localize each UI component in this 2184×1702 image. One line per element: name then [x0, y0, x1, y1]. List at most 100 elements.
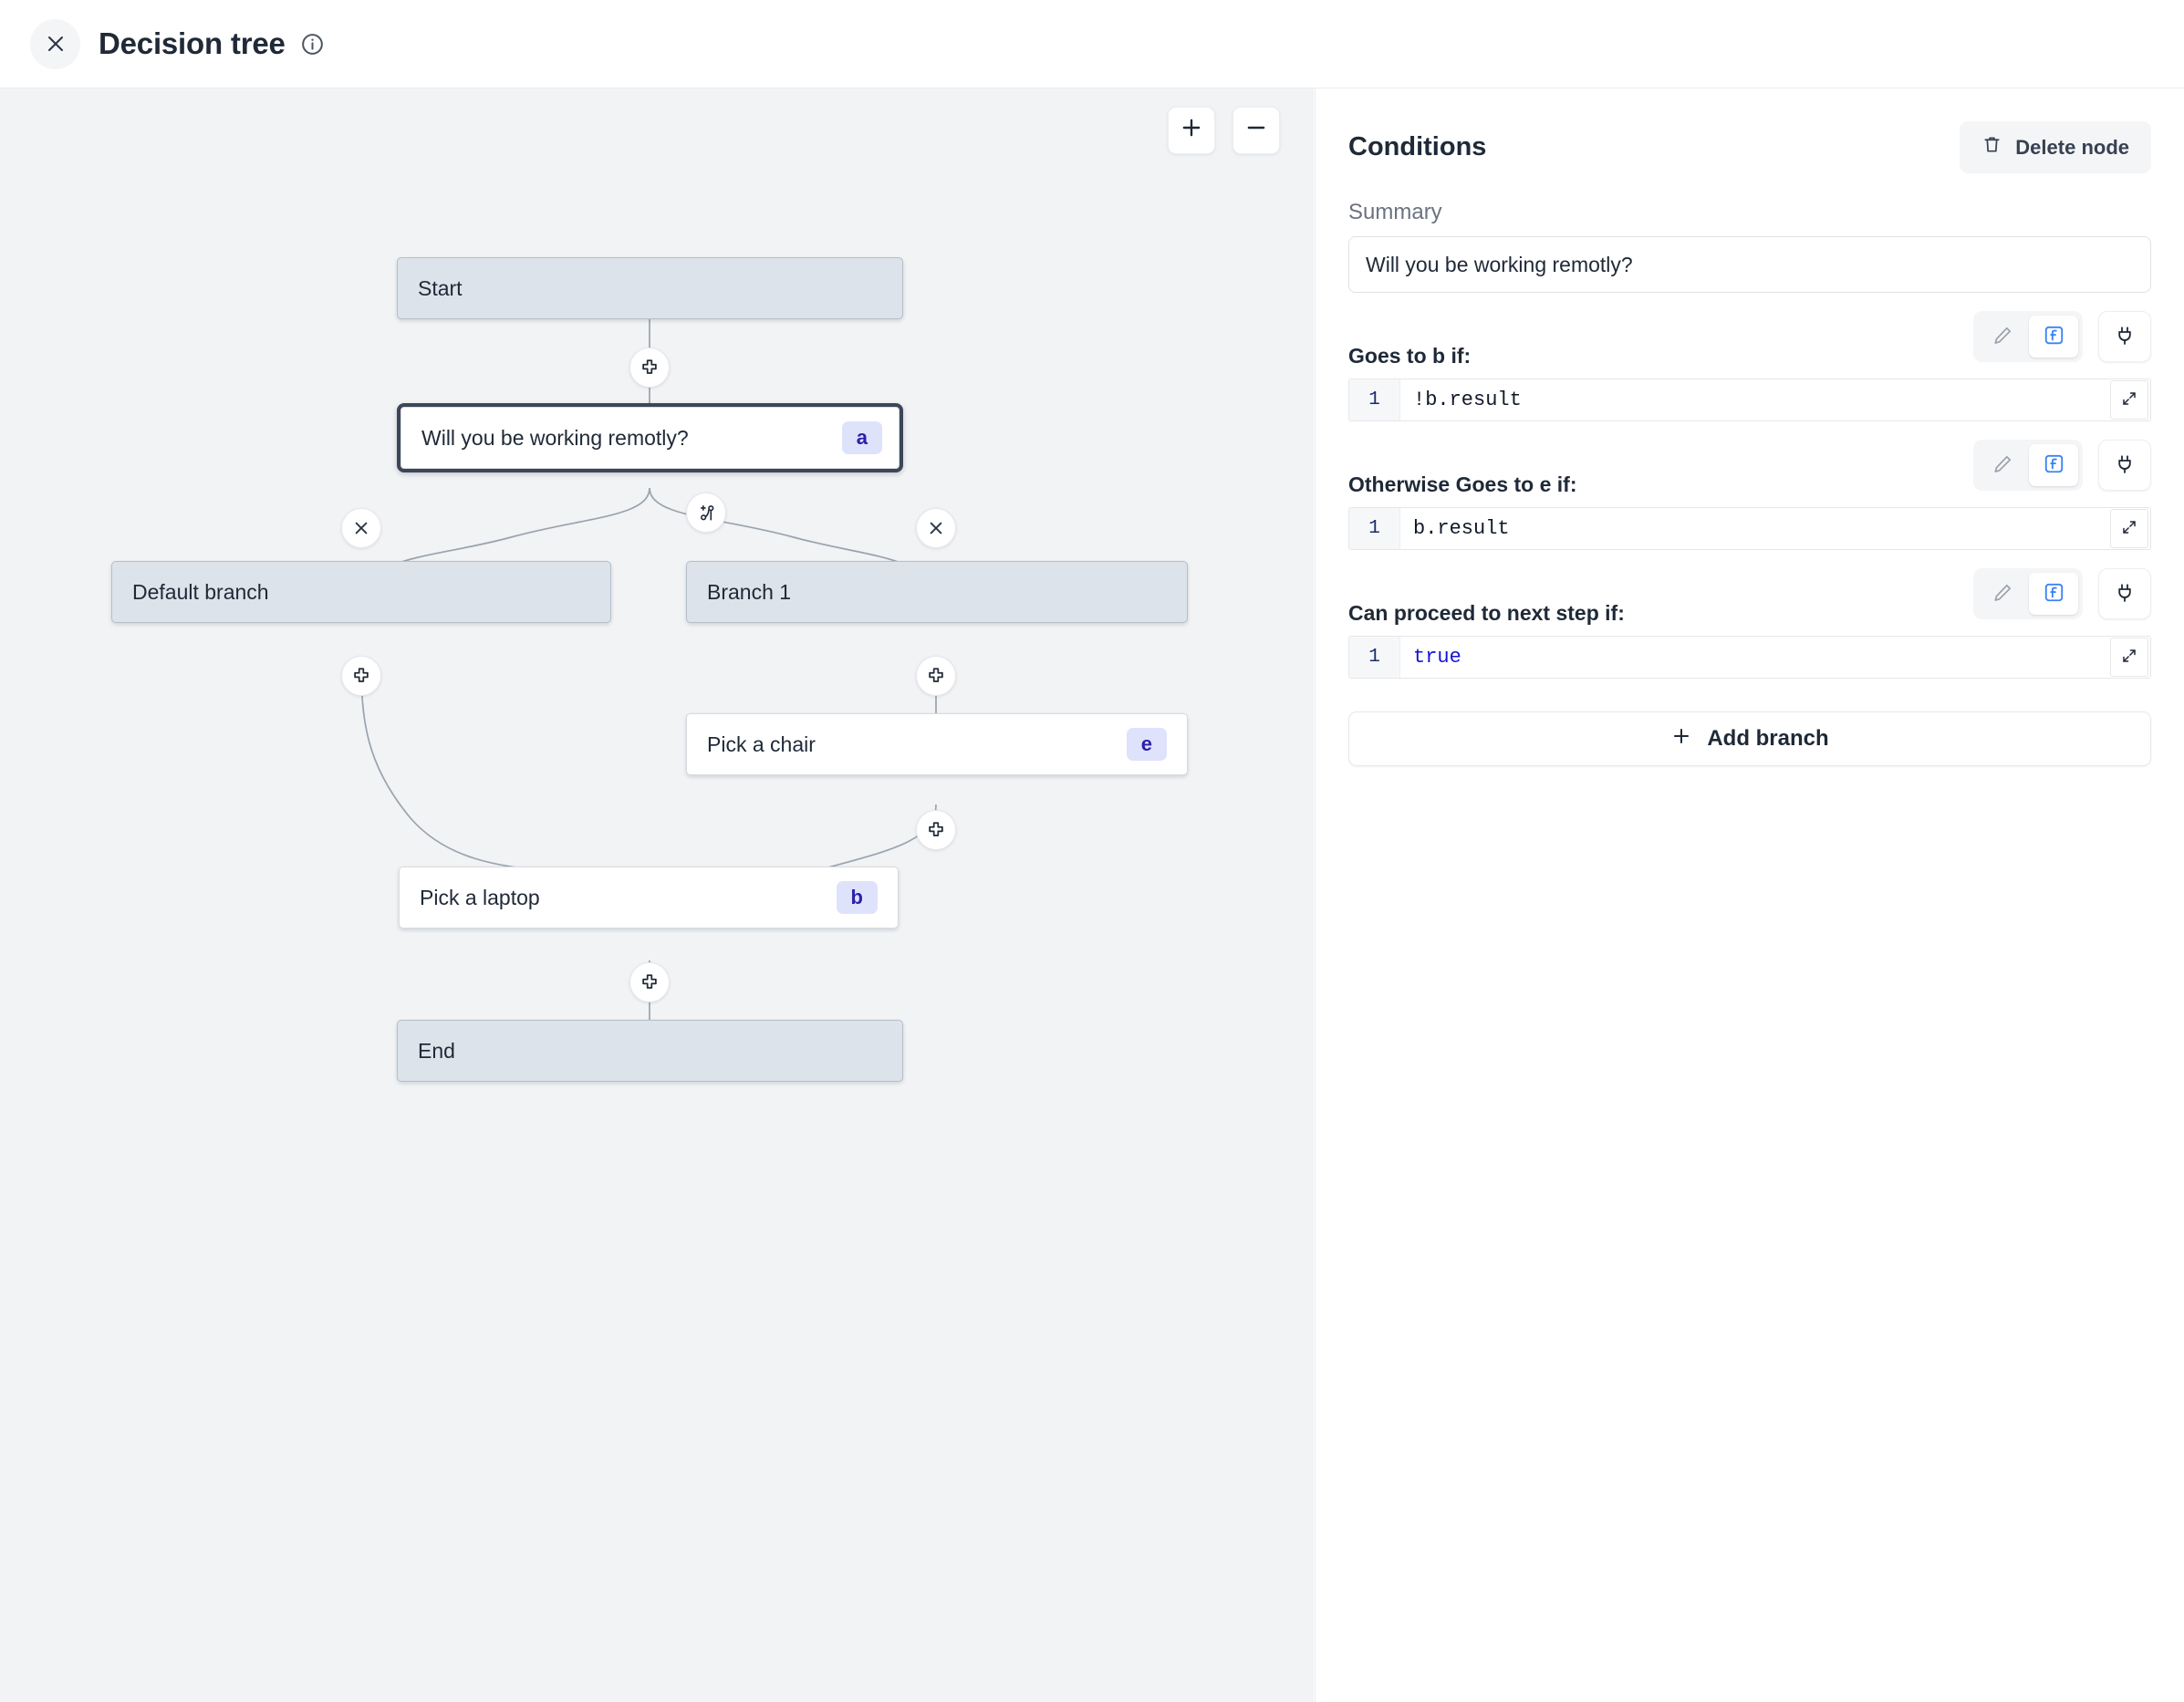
- plug-icon: [2114, 453, 2136, 478]
- editor-mode-segmented-control: [1973, 568, 2083, 619]
- flow-node-badge: a: [841, 421, 882, 454]
- flow-node-label: Pick a laptop: [420, 885, 540, 909]
- fx-mode-button[interactable]: [2029, 573, 2078, 615]
- expand-editor-button[interactable]: [2110, 509, 2148, 548]
- flow-node-a[interactable]: Will you be working remotly? a: [397, 403, 903, 472]
- flow-graph: Start Will you be working remotly? a: [0, 88, 1314, 1702]
- connect-plug-button[interactable]: [2098, 568, 2151, 619]
- summary-label: Summary: [1348, 200, 1442, 224]
- flow-node-pick-a-laptop[interactable]: Pick a laptop b: [399, 867, 899, 929]
- add-branch-label: Add branch: [1707, 726, 1829, 751]
- add-step-after-pick-a-chair-button[interactable]: [916, 810, 956, 850]
- flow-node-label: Default branch: [132, 579, 269, 604]
- add-step-after-start-button[interactable]: [629, 348, 670, 388]
- condition-label: Can proceed to next step if:: [1348, 601, 1625, 625]
- close-icon: [45, 33, 67, 55]
- code-line-number: 1: [1349, 379, 1400, 420]
- close-icon: [927, 519, 945, 537]
- condition-code-editor[interactable]: 1 true: [1348, 636, 2151, 679]
- zoom-in-button[interactable]: [1168, 107, 1215, 154]
- flow-node-label: Pick a chair: [707, 732, 816, 756]
- fx-mode-button[interactable]: [2029, 444, 2078, 486]
- plus-icon: [640, 972, 660, 992]
- condition-block-goes-to-b: Goes to b if: 1 !b.result: [1348, 311, 2151, 421]
- flow-node-start[interactable]: Start: [397, 257, 903, 319]
- pencil-mode-button[interactable]: [1978, 444, 2027, 486]
- pencil-icon: [1992, 582, 2013, 607]
- pencil-mode-button[interactable]: [1978, 316, 2027, 358]
- zoom-out-button[interactable]: [1232, 107, 1280, 154]
- editor-mode-segmented-control: [1973, 440, 2083, 491]
- plus-icon: [1670, 725, 1692, 753]
- condition-block-can-proceed: Can proceed to next step if: 1 true: [1348, 568, 2151, 679]
- plug-icon: [2114, 582, 2136, 607]
- zoom-controls: [1168, 107, 1280, 154]
- flow-node-branch-1[interactable]: Branch 1: [686, 561, 1188, 623]
- condition-code-editor[interactable]: 1 b.result: [1348, 507, 2151, 550]
- condition-label: Goes to b if:: [1348, 344, 1472, 368]
- expand-icon: [2121, 519, 2137, 538]
- flow-node-label: Branch 1: [707, 579, 792, 604]
- plug-icon: [2114, 325, 2136, 349]
- expand-editor-button[interactable]: [2110, 638, 2148, 677]
- code-content[interactable]: !b.result: [1413, 389, 1522, 411]
- fx-mode-button[interactable]: [2029, 316, 2078, 358]
- code-line-number: 1: [1349, 508, 1400, 549]
- delete-node-button[interactable]: Delete node: [1960, 121, 2151, 173]
- close-button[interactable]: [30, 18, 80, 69]
- editor-mode-segmented-control: [1973, 311, 2083, 362]
- panel-title: Conditions: [1348, 132, 1487, 161]
- add-step-after-pick-a-laptop-button[interactable]: [629, 962, 670, 1002]
- branch-plus-icon: [696, 503, 717, 524]
- connect-plug-button[interactable]: [2098, 311, 2151, 362]
- flow-canvas[interactable]: Start Will you be working remotly? a: [0, 88, 1314, 1702]
- add-step-after-branch-1-button[interactable]: [916, 656, 956, 696]
- condition-label: Otherwise Goes to e if:: [1348, 472, 1577, 496]
- delete-node-label: Delete node: [2015, 135, 2129, 159]
- fx-icon: [2043, 324, 2065, 349]
- flow-node-end[interactable]: End: [397, 1020, 903, 1082]
- pencil-icon: [1992, 453, 2013, 478]
- plus-icon: [926, 820, 946, 840]
- flow-node-label: End: [418, 1038, 455, 1063]
- flow-node-label: Start: [418, 275, 463, 300]
- flow-node-default-branch[interactable]: Default branch: [111, 561, 611, 623]
- flow-node-badge: b: [836, 881, 878, 914]
- plus-icon: [1180, 116, 1203, 145]
- pencil-mode-button[interactable]: [1978, 573, 2027, 615]
- summary-input[interactable]: [1348, 236, 2151, 293]
- add-step-after-default-branch-button[interactable]: [341, 656, 381, 696]
- code-line-number: 1: [1349, 637, 1400, 678]
- plus-icon: [640, 358, 660, 378]
- remove-default-branch-button[interactable]: [341, 508, 381, 548]
- panel-header: Conditions Delete node: [1348, 121, 2151, 173]
- fx-icon: [2043, 581, 2065, 607]
- conditions-panel: Conditions Delete node Summary: [1315, 88, 2184, 1702]
- flow-node-label: Will you be working remotly?: [421, 425, 689, 450]
- info-circle-icon[interactable]: [300, 32, 325, 57]
- condition-block-otherwise-goes-to-e: Otherwise Goes to e if: 1 b.result: [1348, 440, 2151, 550]
- remove-branch-1-button[interactable]: [916, 508, 956, 548]
- condition-toolbar: [1973, 568, 2151, 619]
- plus-icon: [926, 666, 946, 686]
- flow-node-pick-a-chair[interactable]: Pick a chair e: [686, 713, 1188, 775]
- flow-node-badge: e: [1126, 728, 1167, 761]
- expand-icon: [2121, 648, 2137, 667]
- plus-icon: [351, 666, 371, 686]
- page-title: Decision tree: [99, 26, 286, 60]
- condition-toolbar: [1973, 440, 2151, 491]
- code-content[interactable]: b.result: [1413, 517, 1510, 540]
- close-icon: [352, 519, 370, 537]
- condition-code-editor[interactable]: 1 !b.result: [1348, 379, 2151, 421]
- fx-icon: [2043, 452, 2065, 478]
- expand-editor-button[interactable]: [2110, 380, 2148, 420]
- app-header: Decision tree: [0, 0, 2184, 88]
- connect-plug-button[interactable]: [2098, 440, 2151, 491]
- expand-icon: [2121, 390, 2137, 410]
- add-branch-button[interactable]: Add branch: [1348, 711, 2151, 766]
- code-content[interactable]: true: [1413, 646, 1461, 669]
- add-branch-edge-button[interactable]: [686, 493, 726, 533]
- condition-toolbar: [1973, 311, 2151, 362]
- minus-icon: [1244, 116, 1268, 145]
- pencil-icon: [1992, 325, 2013, 349]
